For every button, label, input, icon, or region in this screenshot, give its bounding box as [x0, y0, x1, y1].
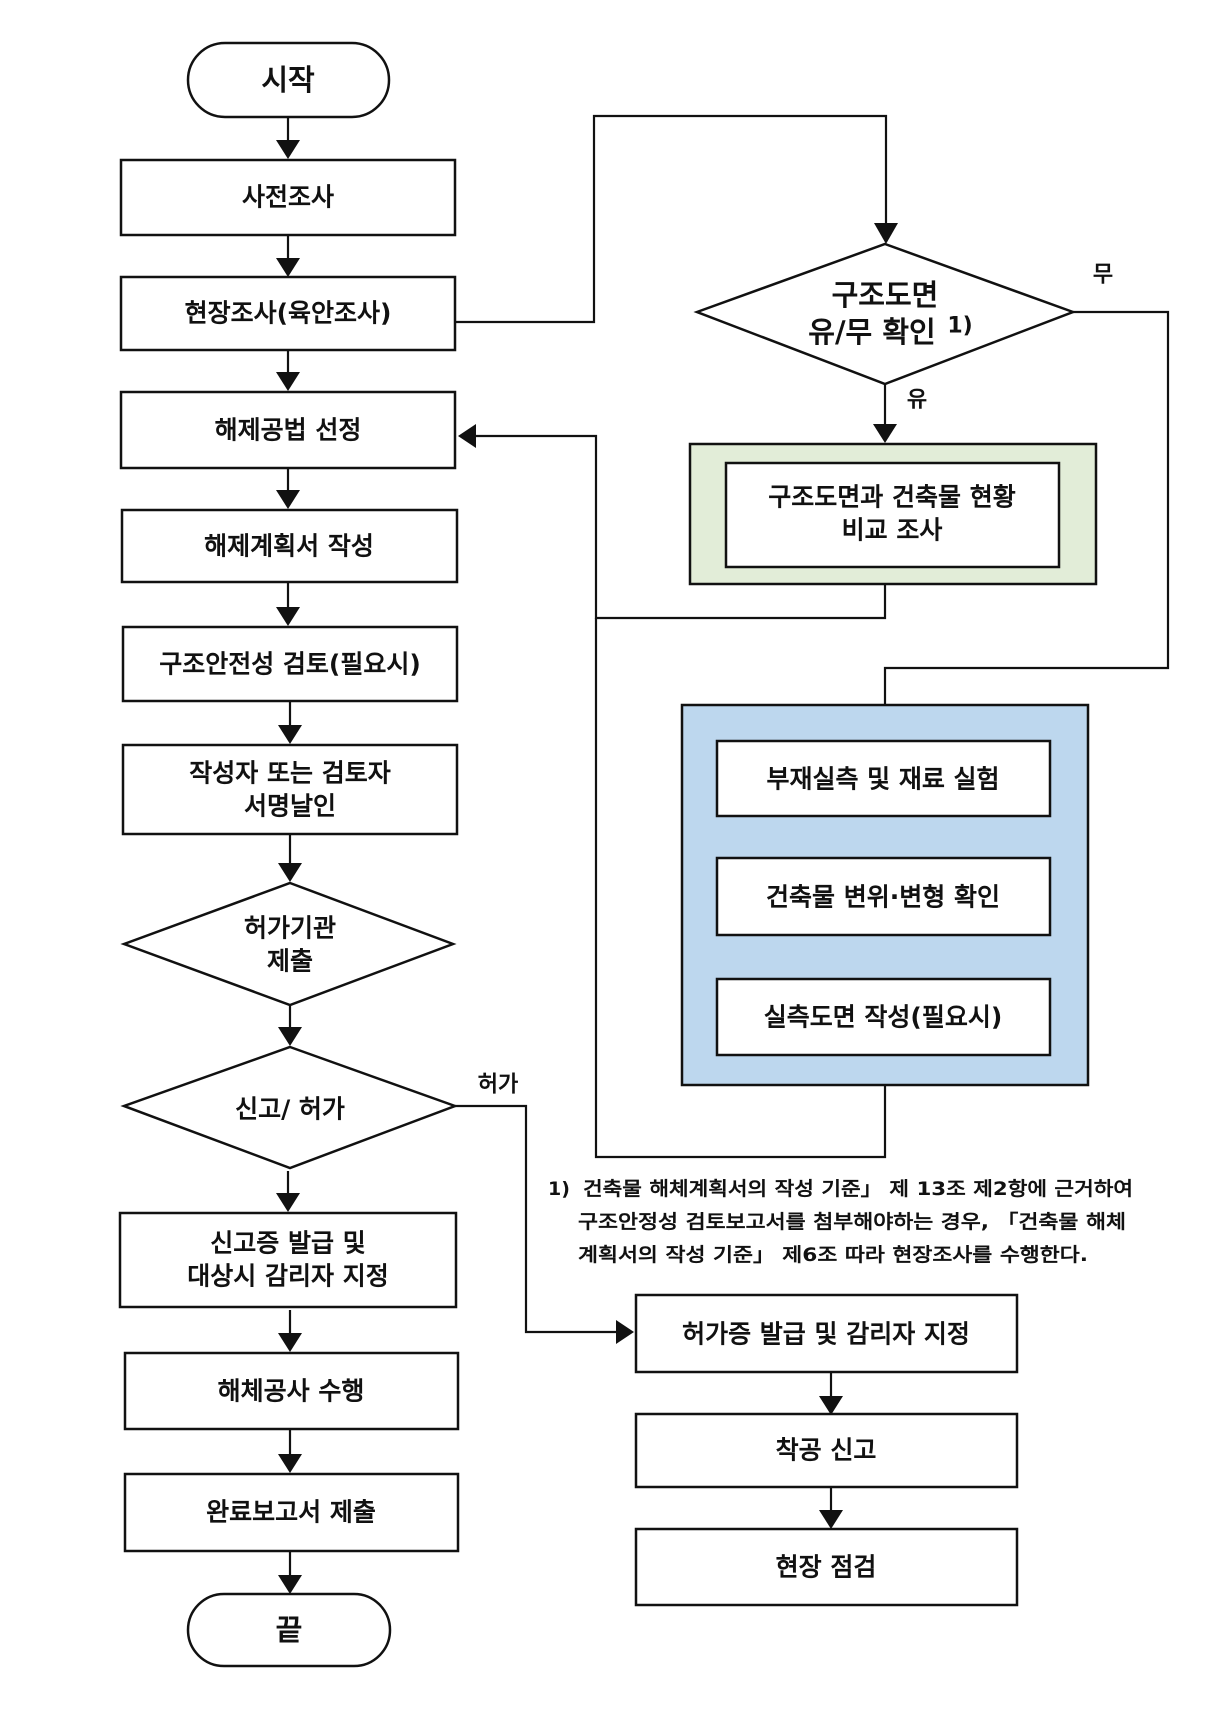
demolition-work-box: 해체공사 수행	[123, 1351, 460, 1431]
permit-issue-label: 허가증 발급 및 감리자 지정	[682, 1320, 970, 1349]
plan-writing-box: 해제계획서 작성	[120, 508, 459, 584]
report-certificate-label-line1: 신고증 발급 및	[210, 1229, 365, 1258]
report-certificate-label-line2: 대상시 감리자 지정	[187, 1262, 388, 1291]
connector-lines	[286, 114, 1170, 1575]
pre-survey-label: 사전조사	[242, 183, 334, 212]
method-selection-label: 해제공법 선정	[215, 416, 362, 445]
plan-writing-label: 해제계획서 작성	[204, 532, 374, 561]
footnote-line-1: 건축물 해체계획서의 작성 기준」 제 13조 제2항에 근거하여	[583, 1178, 1133, 1200]
drawing-compare-label-line2: 비교 조사	[842, 516, 943, 545]
edge-label-no: 무	[1093, 263, 1113, 288]
asbuilt-drawing-box: 실측도면 작성(필요시)	[715, 977, 1052, 1057]
member-measure-label: 부재실측 및 재료 실험	[766, 765, 999, 794]
asbuilt-drawing-label: 실측도면 작성(필요시)	[764, 1003, 1003, 1032]
report-certificate-box: 신고증 발급 및 대상시 감리자 지정	[118, 1211, 458, 1309]
safety-review-label: 구조안전성 검토(필요시)	[159, 650, 421, 679]
completion-report-box: 완료보고서 제출	[123, 1472, 460, 1553]
signature-label-line2: 서명날인	[244, 792, 336, 821]
signature-box: 작성자 또는 검토자 서명날인	[121, 743, 459, 836]
field-survey-panel: 부재실측 및 재료 실험 건축물 변위·변형 확인 실측도면 작성(필요시)	[680, 703, 1090, 1087]
footnote-line-3: 계획서의 작성 기준」 제6조 따라 현장조사를 수행한다.	[578, 1244, 1088, 1266]
footnote-line-2: 구조안정성 검토보고서를 첨부해야하는 경우, 「건축물 해체	[578, 1210, 1126, 1233]
drawing-check-footnote-marker: 1)	[947, 314, 972, 339]
submission-label-line2: 제출	[267, 947, 313, 976]
end-label: 끝	[276, 1613, 303, 1647]
drawing-compare-label-line1: 구조도면과 건축물 현황	[768, 483, 1015, 512]
drawing-check-label-line1: 구조도면	[832, 278, 939, 312]
drawing-check-diamond: 구조도면 유/무 확인 1)	[693, 242, 1077, 386]
submission-diamond: 허가기관 제출	[120, 881, 457, 1007]
site-inspection-label: 현장 점검	[776, 1553, 877, 1582]
drawing-check-label-line2: 유/무 확인	[808, 315, 935, 349]
signature-label-line1: 작성자 또는 검토자	[189, 759, 390, 788]
site-survey-label: 현장조사(육안조사)	[185, 299, 392, 328]
footnote-marker: 1)	[548, 1178, 570, 1200]
demolition-work-label: 해체공사 수행	[218, 1377, 365, 1406]
member-measure-box: 부재실측 및 재료 실험	[715, 739, 1052, 818]
deformation-check-box: 건축물 변위·변형 확인	[715, 856, 1052, 937]
report-permit-diamond: 신고/ 허가	[120, 1045, 459, 1170]
end-node: 끝	[186, 1592, 392, 1668]
site-inspection-box: 현장 점검	[634, 1527, 1019, 1607]
safety-review-box: 구조안전성 검토(필요시)	[121, 625, 459, 703]
method-selection-box: 해제공법 선정	[119, 390, 457, 470]
start-label: 시작	[261, 63, 315, 97]
permit-issue-box: 허가증 발급 및 감리자 지정	[634, 1293, 1019, 1374]
drawing-compare-panel: 구조도면과 건축물 현황 비교 조사	[688, 442, 1098, 586]
edge-label-yes: 유	[907, 388, 927, 413]
report-permit-label: 신고/ 허가	[235, 1095, 345, 1124]
start-report-box: 착공 신고	[634, 1412, 1019, 1489]
start-report-label: 착공 신고	[776, 1436, 877, 1465]
completion-report-label: 완료보고서 제출	[206, 1498, 376, 1527]
footnote: 1) 건축물 해체계획서의 작성 기준」 제 13조 제2항에 근거하여 구조안…	[548, 1178, 1133, 1266]
edge-label-permit: 허가	[478, 1073, 518, 1098]
pre-survey-box: 사전조사	[119, 158, 457, 237]
site-survey-box: 현장조사(육안조사)	[119, 275, 457, 352]
deformation-check-label: 건축물 변위·변형 확인	[766, 883, 1000, 912]
submission-label-line1: 허가기관	[244, 914, 336, 943]
start-node: 시작	[186, 41, 391, 119]
